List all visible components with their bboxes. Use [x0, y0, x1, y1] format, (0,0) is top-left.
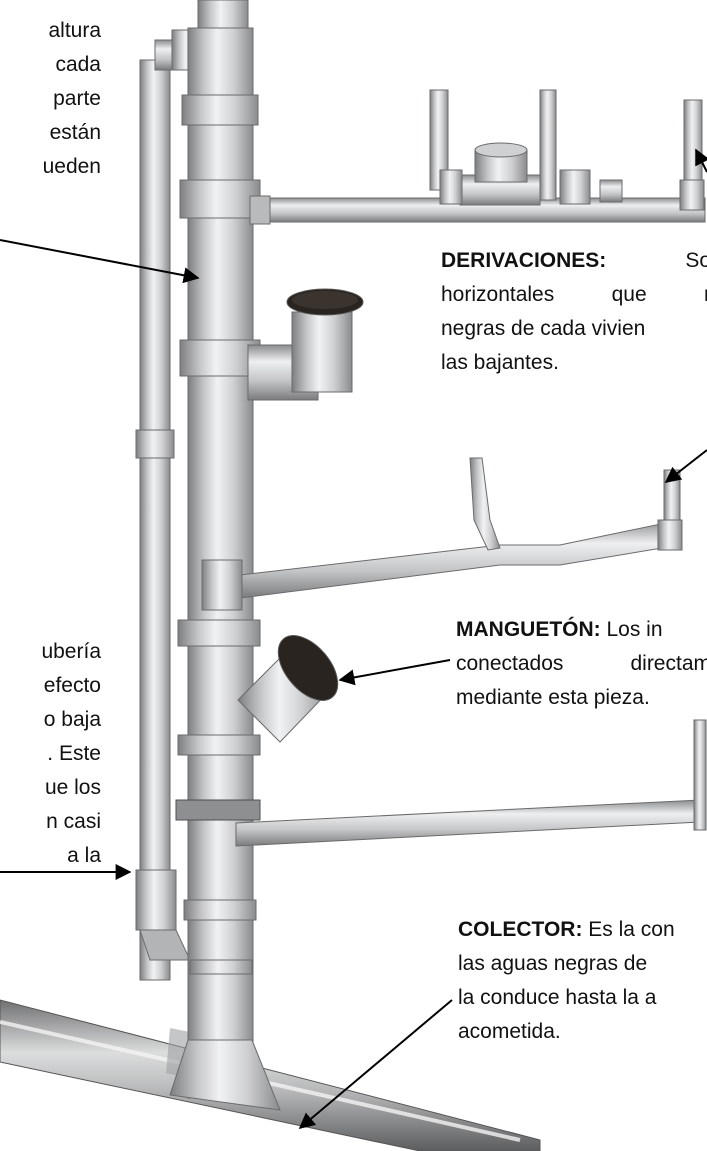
derivaciones-text: las bajantes. — [441, 351, 559, 374]
left-line: están — [49, 121, 101, 144]
left-line: cada — [55, 53, 101, 76]
derivaciones-text: que — [611, 283, 647, 306]
left-line: a la — [67, 844, 101, 867]
arrow-derivation-top — [695, 148, 707, 173]
colector-line1: COLECTOR: Es la con — [458, 913, 707, 947]
arrow-mangueton — [338, 659, 451, 686]
callout-arrows — [0, 148, 707, 1130]
derivaciones-text: So — [685, 249, 707, 272]
left-line: ubería — [41, 640, 101, 663]
colector-text: Es la con — [582, 918, 675, 941]
derivaciones-line1: DERIVACIONES: So — [441, 244, 707, 278]
left-line: n casi — [46, 810, 101, 833]
left-line: parte — [53, 87, 101, 110]
colector-text: acometida. — [458, 1020, 561, 1043]
colector-label: COLECTOR: — [458, 918, 583, 941]
left-text-mid: ubería efecto o baja . Este ue los n cas… — [0, 635, 101, 873]
lower-derivation-pipe — [235, 719, 707, 847]
left-line: ueden — [42, 155, 101, 178]
left-line: altura — [48, 19, 101, 42]
arrow-stack — [0, 239, 200, 284]
left-line: ue los — [44, 776, 101, 799]
mangueton-text: Los in — [600, 618, 663, 641]
mangueton-text: conectados — [456, 652, 564, 675]
derivaciones-line2: horizontales que r — [441, 278, 707, 312]
mangueton-line1: MANGUETÓN: Los in — [456, 613, 707, 647]
left-text-top: altura cada parte están ueden — [0, 14, 101, 184]
colector-text: la conduce hasta la a — [458, 986, 657, 1009]
main-stack-pipe — [169, 0, 281, 1111]
middle-derivation-pipe — [201, 457, 683, 611]
arrow-colector — [298, 999, 453, 1130]
left-line: o baja — [43, 708, 101, 731]
mangueton-annotation: MANGUETÓN: Los in conectados directam me… — [456, 613, 707, 715]
derivaciones-text: negras de cada vivien — [441, 317, 646, 340]
colector-text: las aguas negras de — [458, 952, 648, 975]
top-derivation-pipe — [249, 89, 706, 225]
derivaciones-text: r — [704, 278, 707, 312]
elbow-fitting — [247, 288, 364, 401]
left-line: efecto — [43, 674, 101, 697]
mangueton-text: mediante esta pieza. — [456, 686, 650, 709]
arrow-derivation-mid — [664, 449, 707, 483]
derivaciones-text: horizontales — [441, 283, 555, 306]
left-line: . Este — [47, 742, 101, 765]
derivaciones-label: DERIVACIONES: — [441, 249, 607, 272]
colector-annotation: COLECTOR: Es la con las aguas negras de … — [458, 913, 707, 1049]
mangueton-label: MANGUETÓN: — [456, 618, 601, 641]
derivaciones-annotation: DERIVACIONES: So horizontales que r negr… — [441, 244, 707, 380]
y-fitting-mangueton — [237, 635, 339, 743]
mangueton-text: directam — [630, 652, 707, 675]
mangueton-line2: conectados directam — [456, 647, 707, 681]
